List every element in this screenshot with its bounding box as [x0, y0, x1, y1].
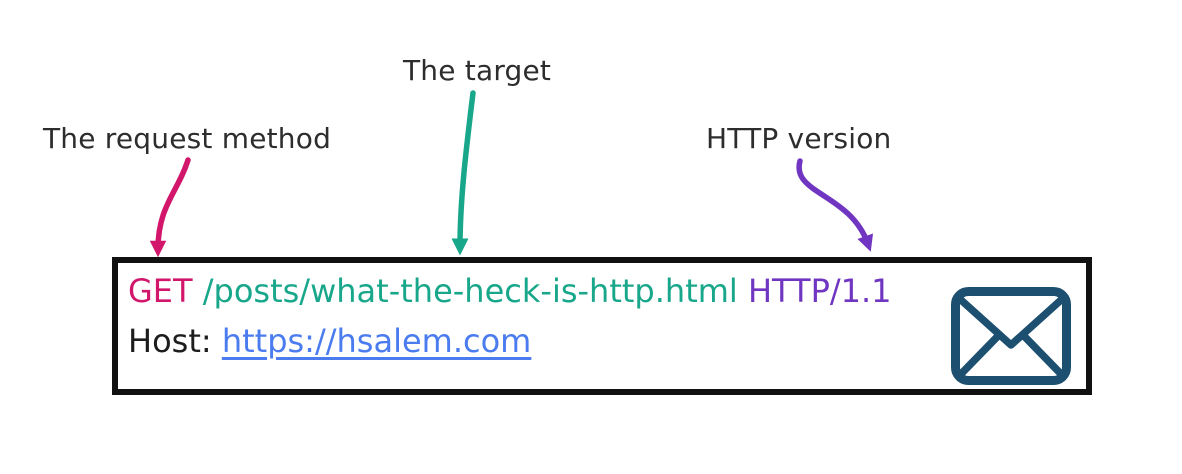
label-request-method: The request method: [43, 122, 332, 155]
request-method-text: GET: [128, 272, 193, 310]
request-target-text: /posts/what-the-heck-is-http.html: [202, 272, 738, 310]
host-header-label: Host:: [128, 322, 212, 360]
arrow-target: [451, 90, 476, 256]
envelope-icon: [951, 287, 1071, 385]
request-line: GET /posts/what-the-heck-is-http.html HT…: [128, 266, 1086, 316]
arrow-http-version: [796, 158, 874, 252]
http-version-text: HTTP/1.1: [747, 272, 892, 310]
host-link[interactable]: https://hsalem.com: [221, 322, 532, 360]
label-http-version: HTTP version: [706, 122, 892, 155]
http-request-box: GET /posts/what-the-heck-is-http.html HT…: [112, 257, 1092, 395]
host-header-line: Host: https://hsalem.com: [128, 316, 1086, 366]
label-target: The target: [403, 54, 552, 87]
arrow-request-method: [149, 157, 191, 258]
